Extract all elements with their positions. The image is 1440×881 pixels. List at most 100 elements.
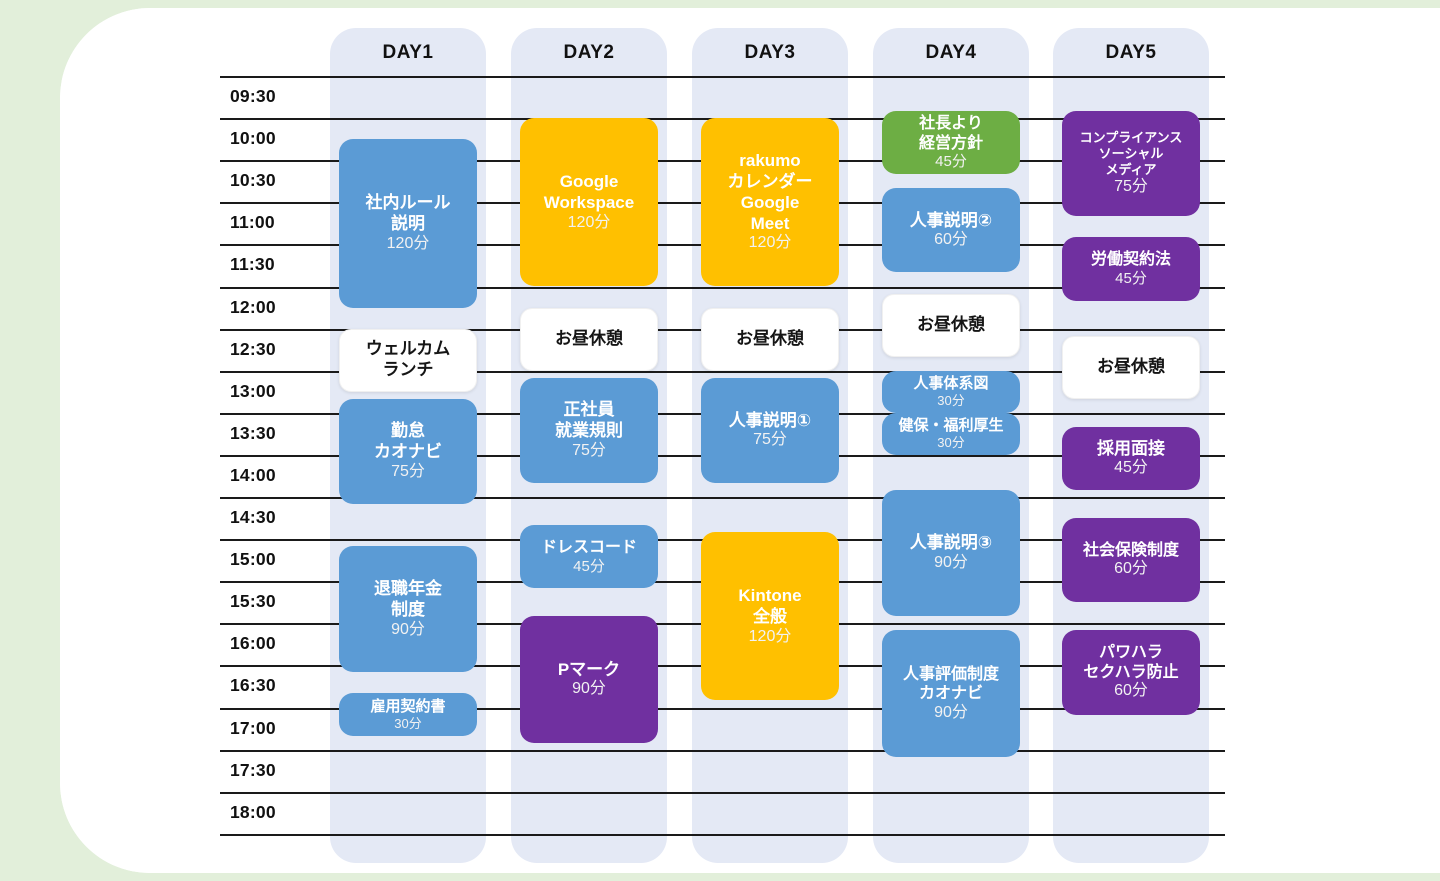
event-duration: 45分	[1114, 459, 1148, 477]
time-label-1330: 13:30	[230, 422, 276, 443]
event-duration: 60分	[1114, 560, 1148, 578]
event-title: 社会保険制度	[1082, 541, 1179, 559]
gridline-1700	[220, 707, 1225, 710]
event-duration: 75分	[391, 462, 425, 480]
event-duration: 120分	[748, 234, 792, 252]
time-label-1500: 15:00	[230, 549, 276, 570]
time-label-1700: 17:00	[230, 717, 276, 738]
time-label-1800: 18:00	[230, 801, 276, 822]
day-header-3: DAY3	[744, 42, 796, 63]
time-label-1400: 14:00	[230, 464, 276, 485]
event-duration: 75分	[572, 441, 606, 459]
gridline-0930	[220, 76, 1225, 78]
event-title: お昼休憩	[555, 328, 623, 348]
event-duration: 90分	[934, 703, 968, 721]
event-duration: 60分	[1114, 682, 1148, 700]
time-label-1030: 10:30	[230, 170, 276, 191]
time-label-1730: 17:30	[230, 759, 276, 780]
time-label-1600: 16:00	[230, 633, 276, 654]
event-duration: 60分	[934, 231, 968, 249]
event-title: 退職年金 制度	[374, 579, 442, 619]
event-title: 人事説明②	[909, 210, 993, 230]
event-block[interactable]: お昼休憩	[520, 307, 658, 371]
event-title: 勤怠 カオナビ	[374, 421, 442, 461]
event-block[interactable]: お昼休憩	[1062, 335, 1200, 399]
event-title: Pマーク	[557, 659, 621, 679]
time-label-1230: 12:30	[230, 338, 276, 359]
time-label-1000: 10:00	[230, 128, 276, 149]
event-duration: 30分	[937, 435, 965, 451]
event-duration: 45分	[935, 153, 967, 171]
time-label-1430: 14:30	[230, 507, 276, 527]
event-block[interactable]: ウェルカム ランチ	[339, 328, 477, 392]
time-label-1200: 12:00	[230, 296, 276, 317]
event-title: お昼休憩	[917, 314, 985, 334]
time-label-1530: 15:30	[230, 591, 276, 612]
event-title: 労働契約法	[1090, 251, 1171, 269]
event-duration: 30分	[394, 715, 422, 731]
gridline-1730	[220, 749, 1225, 752]
event-duration: 90分	[391, 620, 425, 638]
event-title: 正社員 就業規則	[555, 400, 623, 440]
event-block[interactable]: お昼休憩	[701, 307, 839, 371]
event-duration: 90分	[934, 554, 968, 572]
event-duration: 45分	[1115, 269, 1147, 287]
event-title: 採用面接	[1097, 438, 1165, 458]
event-title: 社長より 経営方針	[918, 115, 983, 152]
time-label-1100: 11:00	[230, 212, 275, 233]
gridline-1300	[220, 370, 1225, 373]
time-label-0930: 09:30	[230, 86, 276, 106]
event-title: お昼休憩	[1097, 356, 1165, 376]
event-duration: 45分	[573, 557, 605, 575]
event-duration: 75分	[753, 431, 787, 449]
event-title: 人事説明③	[909, 533, 993, 553]
day-header-4: DAY4	[925, 42, 977, 63]
event-title: 雇用契約書	[370, 697, 446, 715]
event-title: ウェルカム ランチ	[365, 339, 451, 380]
event-duration: 75分	[1114, 178, 1148, 196]
event-title: Kintone 全般	[738, 586, 802, 626]
day-header-5: DAY5	[1105, 42, 1157, 63]
event-title: Google Workspace	[543, 172, 635, 212]
day-header-2: DAY2	[563, 42, 615, 63]
event-title: お昼休憩	[736, 328, 804, 348]
gridline-bottom	[220, 833, 1225, 836]
event-title: 人事評価制度 カオナビ	[902, 665, 999, 703]
event-title: rakumo カレンダー Google Meet	[727, 151, 813, 233]
time-label-1300: 13:00	[230, 380, 276, 401]
event-block[interactable]: お昼休憩	[882, 293, 1020, 357]
gridline-1430	[220, 497, 1225, 499]
event-duration: 30分	[937, 393, 965, 409]
event-title: 人事体系図	[913, 374, 989, 392]
event-title: コンプライアンス ソーシャル メディア	[1079, 130, 1183, 178]
time-label-1130: 11:30	[230, 254, 275, 275]
event-title: ドレスコード	[540, 539, 637, 557]
day-header-1: DAY1	[382, 42, 434, 63]
event-title: 社内ルール 説明	[365, 193, 451, 233]
event-title: 健保・福利厚生	[898, 417, 1004, 435]
